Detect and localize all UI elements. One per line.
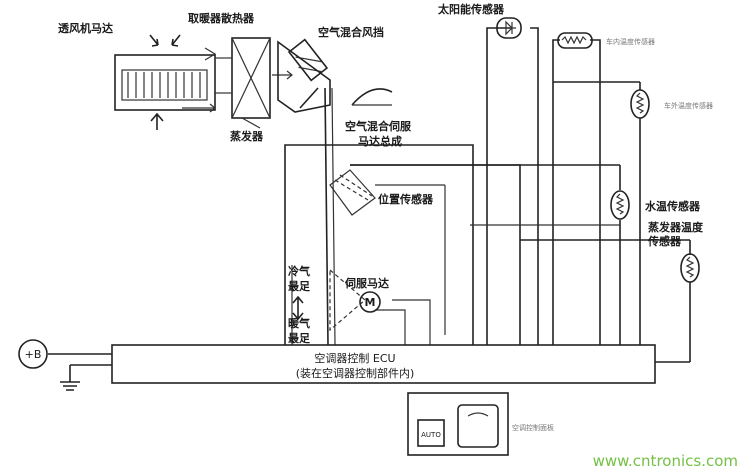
servo-motor-label: 伺服马达 — [344, 276, 389, 290]
inlet-arrow-icon — [171, 34, 181, 47]
thermistor-icon — [680, 253, 700, 283]
ground-icon — [60, 381, 80, 391]
motor-icon — [359, 291, 381, 313]
evaporator-label: 蒸发器 — [230, 129, 264, 143]
linkage-rod — [324, 87, 329, 346]
thermistor-icon — [610, 190, 630, 220]
thermistor-icon — [557, 32, 593, 49]
air-outlet — [351, 88, 393, 106]
evap-sensor-label-1: 蒸发器温度 — [648, 220, 704, 234]
inlet-arrow-icon — [150, 112, 164, 130]
control-panel: AUTO 空调控制面板 — [407, 392, 554, 456]
ecu-title: 空调器控制 ECU — [314, 351, 395, 365]
control-panel-frame — [407, 392, 509, 456]
air-mix-damper — [277, 40, 331, 113]
servo-assembly-label-1: 空气混合伺服 — [345, 119, 412, 133]
diode-icon — [496, 17, 522, 39]
ambient-temp-sensor — [630, 89, 650, 119]
auto-button-label: AUTO — [421, 431, 441, 439]
water-temp-sensor — [610, 190, 630, 220]
inlet-arrow-icon — [149, 34, 159, 47]
heater-core-label: 取暖器散热器 — [188, 11, 255, 25]
display-panel — [457, 404, 499, 448]
damper-flap — [299, 87, 319, 109]
battery-icon — [18, 339, 48, 369]
blower-motor-label: 透风机马达 — [58, 21, 113, 35]
evaporator-temp-sensor — [680, 253, 700, 283]
cold-label-2: 最足 — [288, 280, 311, 293]
position-sensor-label: 位置传感器 — [378, 192, 434, 206]
battery-label: +B — [25, 348, 42, 361]
servo-arm — [329, 268, 366, 332]
ecu-subtitle: (装在空调器控制部件内) — [296, 366, 415, 380]
watermark: www.cntronics.com — [593, 452, 738, 470]
motor-symbol: M — [365, 296, 376, 309]
evap-sensor-label-2: 传感器 — [647, 234, 682, 248]
cold-label-1: 冷气 — [288, 264, 310, 278]
control-panel-label: 空调控制面板 — [512, 423, 554, 432]
battery-terminal: +B — [18, 339, 48, 369]
position-sensor-body — [329, 169, 376, 216]
ambient-temp-sensor-label: 车外温度传感器 — [664, 101, 713, 110]
cold-warm-arrow-icon — [292, 295, 304, 321]
servo-motor: M — [359, 291, 381, 313]
airflow-arrow-icon — [182, 103, 216, 113]
auto-button[interactable] — [417, 419, 445, 447]
blower-fan — [121, 69, 208, 101]
water-temp-sensor-label: 水温传感器 — [645, 199, 701, 213]
servo-assembly-label-2: 马达总成 — [358, 134, 402, 148]
thermistor-icon — [630, 89, 650, 119]
ecu-box — [111, 344, 656, 384]
duct-connector — [214, 57, 233, 94]
airflow-arrow-icon — [204, 47, 217, 61]
solar-sensor-label: 太阳能传感器 — [437, 2, 505, 16]
cabin-temp-sensor — [557, 32, 593, 49]
air-duct — [114, 34, 393, 130]
cabin-temp-sensor-label: 车内温度传感器 — [606, 37, 655, 46]
airflow-arrow-icon — [272, 70, 293, 80]
solar-sensor — [496, 17, 522, 39]
air-mix-damper-label: 空气混合风挡 — [318, 25, 384, 39]
servo-linkage — [292, 87, 376, 346]
warm-label-2: 最足 — [288, 332, 311, 345]
warm-label-1: 暖气 — [288, 316, 310, 330]
heater-core — [287, 38, 329, 82]
